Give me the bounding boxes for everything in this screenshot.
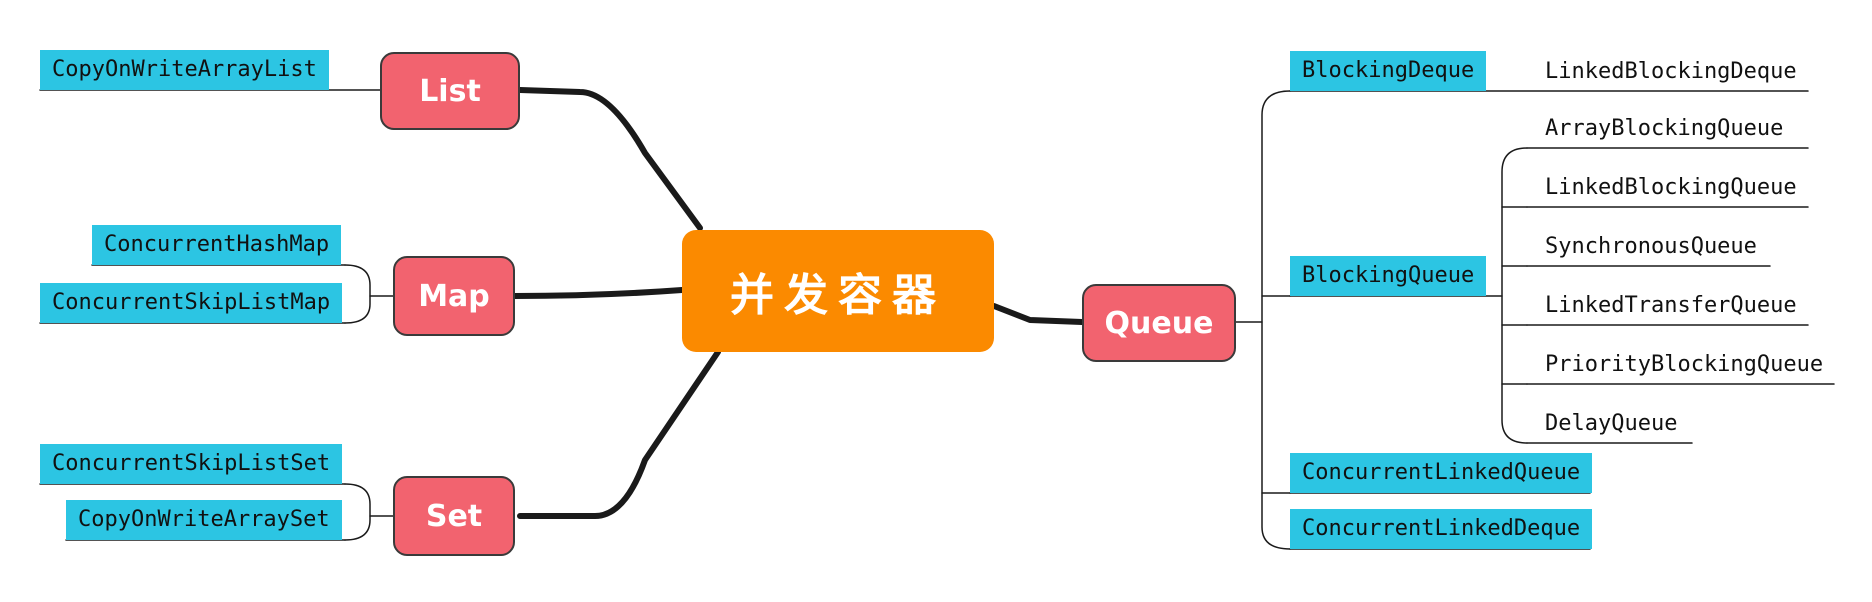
blocking-queue-item[interactable]: LinkedBlockingQueue [1545,175,1797,200]
map-item[interactable]: ConcurrentHashMap [92,225,342,265]
list-node[interactable]: List [380,52,520,130]
queue-item[interactable]: ConcurrentLinkedQueue [1290,453,1593,493]
blocking-queue-item[interactable]: ArrayBlockingQueue [1545,116,1784,141]
blocking-queue-node[interactable]: BlockingQueue [1290,256,1487,296]
blocking-queue-item[interactable]: DelayQueue [1545,411,1678,436]
blocking-queue-item[interactable]: SynchronousQueue [1545,234,1757,259]
queue-item[interactable]: ConcurrentLinkedDeque [1290,509,1593,549]
blocking-queue-item[interactable]: LinkedTransferQueue [1545,293,1797,318]
blocking-queue-item[interactable]: PriorityBlockingQueue [1545,352,1824,377]
blocking-deque-node[interactable]: BlockingDeque [1290,51,1487,91]
list-item[interactable]: CopyOnWriteArrayList [40,50,329,90]
set-item[interactable]: CopyOnWriteArraySet [66,500,342,540]
set-node[interactable]: Set [393,476,515,556]
root-node[interactable]: 并发容器 [682,230,994,352]
blocking-deque-item[interactable]: LinkedBlockingDeque [1545,59,1797,84]
map-node[interactable]: Map [393,256,515,336]
map-item[interactable]: ConcurrentSkipListMap [40,283,343,323]
queue-node[interactable]: Queue [1082,284,1236,362]
set-item[interactable]: ConcurrentSkipListSet [40,444,343,484]
